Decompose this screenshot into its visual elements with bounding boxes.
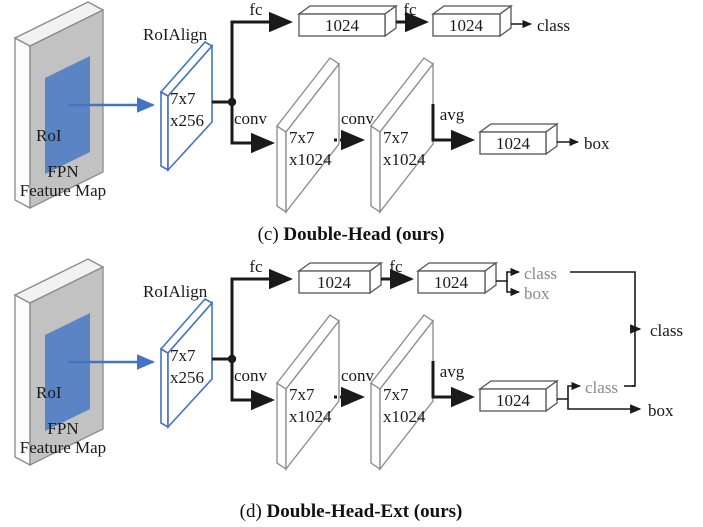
fc-box2-c: 1024	[431, 4, 513, 38]
avg-box-value-c: 1024	[496, 134, 531, 153]
fc-box2-d: 1024	[416, 261, 498, 295]
fc-box1-c: 1024	[297, 4, 398, 38]
roialign-block-c: RoIAlign 7x7 x256	[143, 25, 214, 173]
avg-op-label-c: avg	[440, 105, 465, 124]
fc-box1-value-d: 1024	[317, 273, 352, 292]
final-class-merge-d: class	[570, 271, 683, 387]
fpn-label-line1-c: FPN	[47, 162, 78, 181]
avg-box-c: 1024	[478, 122, 559, 156]
roialign-label-c: RoIAlign	[143, 25, 208, 44]
roi-region-c	[45, 56, 90, 174]
conv-block1-size2-d: x1024	[289, 407, 332, 426]
roi-label-d: RoI	[36, 383, 62, 402]
fpn-label-line2-c: Feature Map	[20, 181, 106, 200]
conv-block1-size2-c: x1024	[289, 150, 332, 169]
conv-branch-d: conv 7x7 x1024 conv 7x7 x1024 avg	[234, 314, 674, 471]
roialign-block-d: RoIAlign 7x7 x256	[143, 282, 214, 430]
caption-d: (d) Double-Head-Ext (ours)	[240, 501, 463, 522]
caption-c-prefix: (c)	[258, 224, 279, 245]
conv-branch-c: conv 7x7 x1024 conv 7x7 x1024	[234, 57, 610, 214]
conv-block2-size2-d: x1024	[383, 407, 426, 426]
branch-junction-c	[212, 11, 293, 154]
fpn-label-line2-d: Feature Map	[20, 438, 106, 457]
conv-block2-c: 7x7 x1024	[370, 57, 434, 214]
conv-output-box-c: box	[584, 134, 610, 153]
roi-label-c: RoI	[36, 126, 62, 145]
conv-block2-d: 7x7 x1024	[370, 314, 434, 471]
conv-op1-label-d: conv	[234, 366, 268, 385]
fc-op1-label-c: fc	[249, 0, 263, 19]
conv-aux-output-class-d: class	[585, 378, 618, 397]
branch-junction-d	[212, 268, 293, 411]
caption-d-prefix: (d)	[240, 501, 262, 522]
roi-region-d	[45, 313, 90, 431]
fpn-feature-map-d: RoI FPN Feature Map	[13, 258, 106, 467]
roialign-size1-d: 7x7	[170, 346, 196, 365]
conv-block1-d: 7x7 x1024	[276, 314, 340, 471]
conv-op1-label-c: conv	[234, 109, 268, 128]
fc-box2-value-c: 1024	[449, 16, 484, 35]
fc-branch-d: fc 1024 fc 1024 class box	[249, 257, 557, 303]
caption-c: (c) Double-Head (ours)	[258, 224, 445, 245]
conv-block1-size1-d: 7x7	[289, 385, 315, 404]
fpn-feature-map-c: RoI FPN Feature Map	[13, 1, 106, 210]
fc-branch-c: fc 1024 fc 1024 class	[249, 0, 570, 38]
fc-op2-label-d: fc	[389, 257, 403, 276]
conv-block2-size2-c: x1024	[383, 150, 426, 169]
fc-aux-output-class-d: class	[524, 264, 557, 283]
avg-op-label-d: avg	[440, 362, 465, 381]
panel-double-head: RoI FPN Feature Map RoIAlign 7x7 x256 fc	[13, 0, 610, 245]
fc-output-class-c: class	[537, 16, 570, 35]
panel-double-head-ext: RoI FPN Feature Map RoIAlign 7x7 x256 fc	[13, 257, 683, 522]
caption-c-title: Double-Head (ours)	[283, 224, 444, 245]
fpn-label-line1-d: FPN	[47, 419, 78, 438]
caption-d-title: Double-Head-Ext (ours)	[267, 501, 463, 522]
conv-op2-label-d: conv	[341, 366, 375, 385]
fc-box1-value-c: 1024	[325, 16, 360, 35]
final-output-box-d: box	[648, 401, 674, 420]
final-output-class-d: class	[650, 321, 683, 340]
conv-block2-size1-c: 7x7	[383, 128, 409, 147]
fc-op1-label-d: fc	[249, 257, 263, 276]
conv-block2-size1-d: 7x7	[383, 385, 409, 404]
roialign-size2-d: x256	[170, 368, 204, 387]
roialign-size2-c: x256	[170, 111, 204, 130]
fc-box2-value-d: 1024	[434, 273, 469, 292]
fc-aux-output-box-d: box	[524, 284, 550, 303]
avg-box-d: 1024	[478, 379, 559, 413]
roialign-label-d: RoIAlign	[143, 282, 208, 301]
conv-block1-size1-c: 7x7	[289, 128, 315, 147]
fc-box1-d: 1024	[297, 261, 383, 295]
conv-op2-label-c: conv	[341, 109, 375, 128]
avg-box-value-d: 1024	[496, 391, 531, 410]
roialign-size1-c: 7x7	[170, 89, 196, 108]
fc-op2-label-c: fc	[403, 0, 417, 19]
conv-block1-c: 7x7 x1024	[276, 57, 340, 214]
